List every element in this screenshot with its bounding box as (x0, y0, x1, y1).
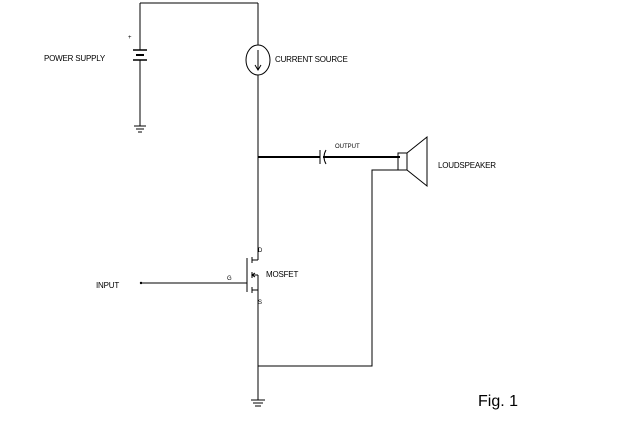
current-source-symbol (245, 44, 271, 76)
input-terminal (139, 281, 143, 285)
loudspeaker-label: LOUDSPEAKER (438, 161, 496, 170)
source-label: S (258, 300, 262, 306)
main-ground-icon (251, 399, 265, 407)
supply-ground-icon (134, 125, 146, 133)
loudspeaker-symbol (397, 135, 428, 188)
current-source-label: CURRENT SOURCE (275, 55, 348, 64)
battery-symbol (133, 49, 147, 61)
input-label: INPUT (96, 281, 119, 290)
drain-label: D (258, 248, 263, 254)
mosfet-label: MOSFET (266, 270, 298, 279)
speaker-return-wire (258, 169, 398, 367)
gate-label: G (227, 276, 232, 282)
mosfet-symbol (246, 257, 259, 293)
output-label: OUTPUT (335, 144, 360, 150)
power-supply-label: POWER SUPPLY (44, 54, 106, 63)
plus-sign: + (128, 35, 132, 41)
figure-caption: Fig. 1 (478, 393, 518, 410)
